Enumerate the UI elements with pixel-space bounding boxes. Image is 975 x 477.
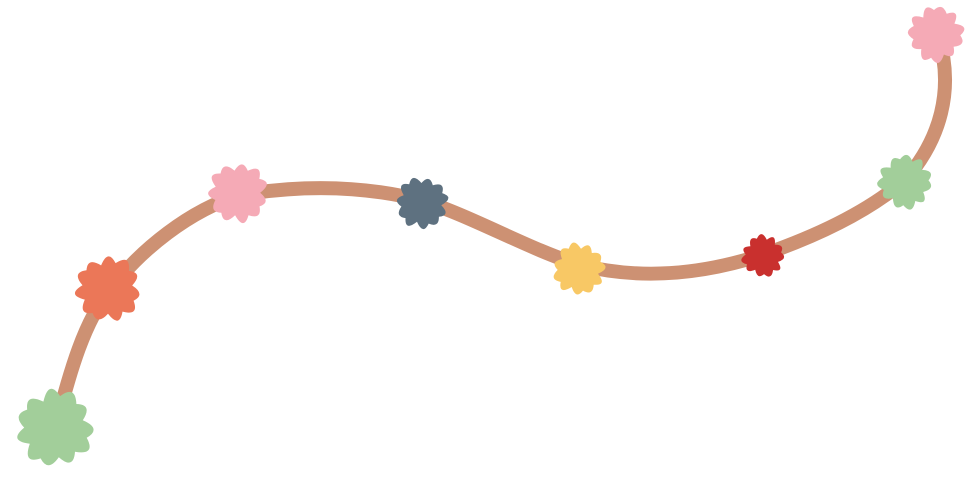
- pompom-orange: [74, 256, 140, 321]
- pompom-pink-left: [208, 164, 267, 224]
- pompom-green-right: [877, 154, 932, 210]
- pompom-red: [741, 234, 785, 277]
- pompom-slate: [396, 177, 449, 230]
- pompom-pink-top: [907, 6, 965, 63]
- garland-string: [48, 28, 952, 437]
- pompom-yellow: [553, 242, 606, 295]
- pompom-green-large: [17, 388, 94, 466]
